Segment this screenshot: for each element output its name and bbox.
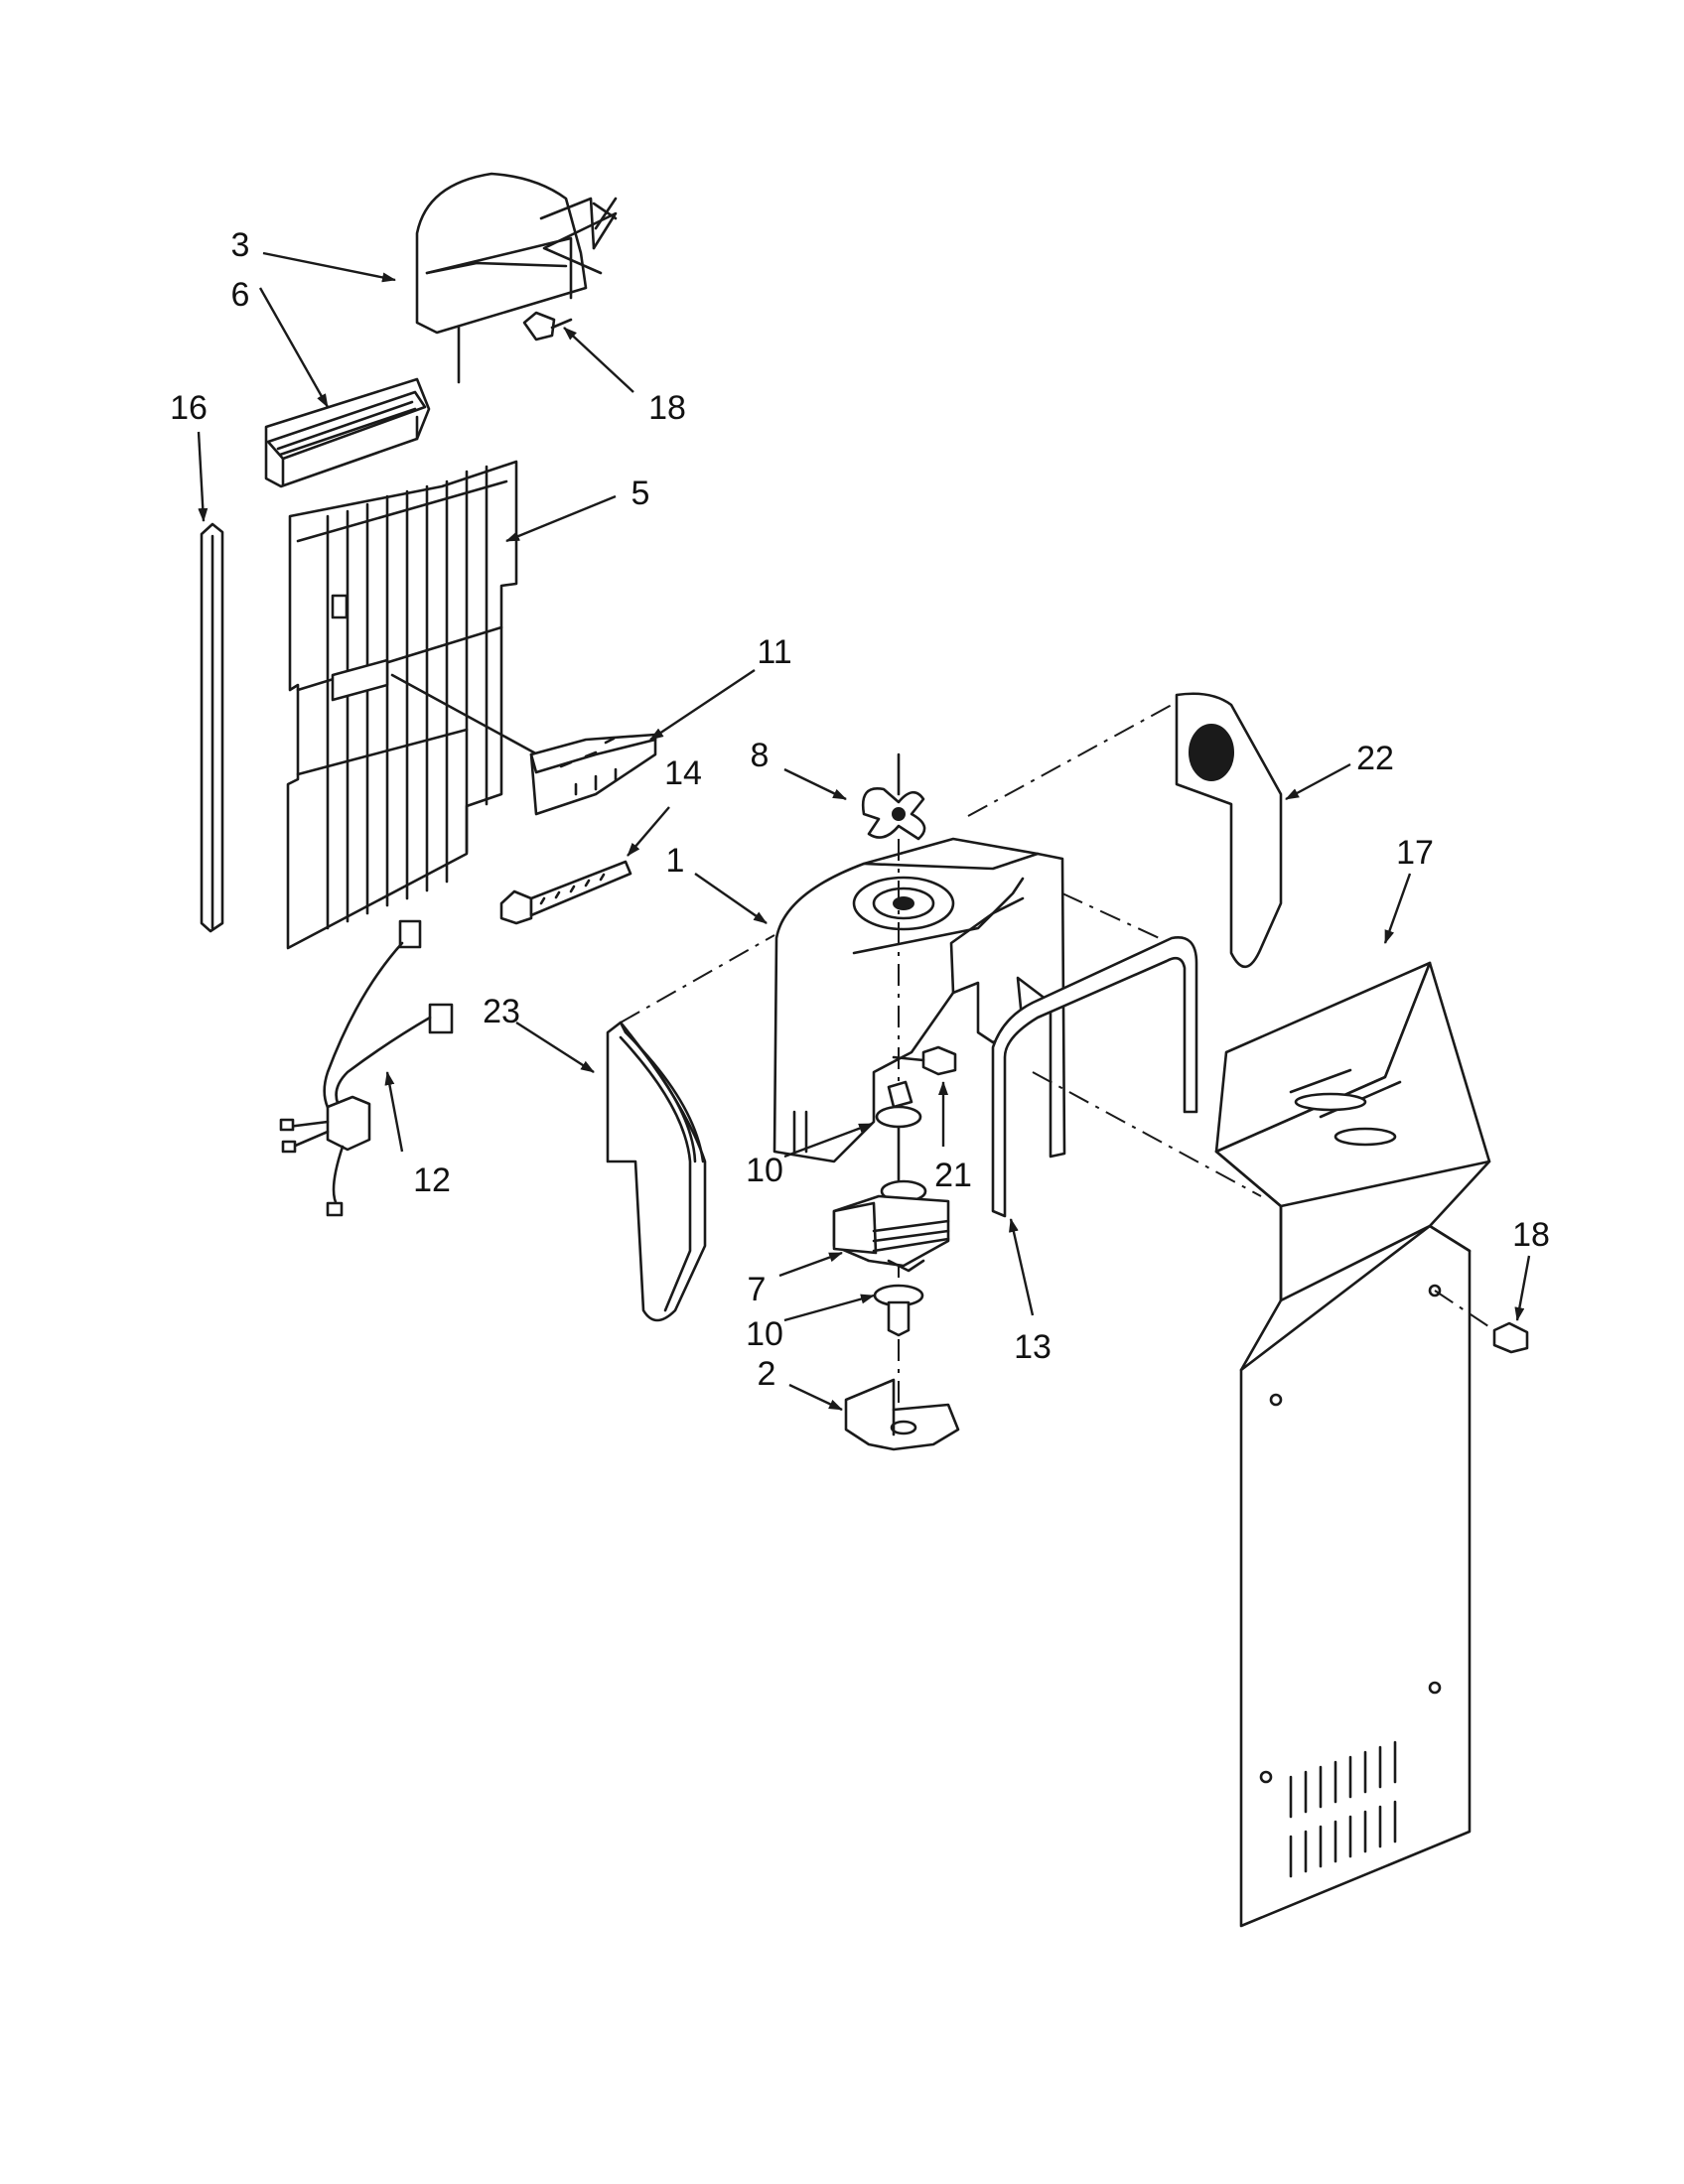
callout-10-upper: 10 <box>746 1152 783 1189</box>
callout-10-lower: 10 <box>746 1315 783 1353</box>
callout-2: 2 <box>758 1355 776 1393</box>
callout-17: 17 <box>1396 834 1434 872</box>
part-8-fan-blade <box>861 752 926 841</box>
callout-6: 6 <box>231 276 250 314</box>
part-5-grille <box>286 460 543 950</box>
part-13-gasket <box>991 936 1198 1218</box>
part-14-thermistor <box>499 860 632 925</box>
part-1-fan-housing <box>772 837 1066 1163</box>
part-21-screw <box>892 1045 957 1076</box>
leader-lines <box>197 251 1531 1412</box>
callout-11: 11 <box>757 633 791 671</box>
part-10-grommet-upper <box>875 1080 922 1183</box>
callout-18-upper: 18 <box>648 389 686 427</box>
part-23-left-panel <box>606 1021 707 1322</box>
part-2-motor-bracket <box>844 1378 960 1451</box>
callout-12: 12 <box>413 1161 451 1199</box>
callout-16: 16 <box>170 389 208 427</box>
part-18-screw-lower <box>1492 1321 1529 1354</box>
vent-slots <box>1289 1740 1397 1878</box>
part-12-wire-harness <box>279 919 454 1217</box>
callout-22: 22 <box>1356 740 1394 777</box>
callout-13: 13 <box>1014 1328 1052 1366</box>
callout-3: 3 <box>231 226 250 264</box>
part-10-grommet-lower <box>873 1284 924 1337</box>
part-7-fan-motor <box>832 1179 950 1273</box>
callout-21: 21 <box>934 1157 972 1194</box>
callout-23: 23 <box>483 993 520 1030</box>
callout-7: 7 <box>748 1271 767 1308</box>
callout-labels: 3 6 16 18 5 11 8 14 1 22 17 23 12 21 10 … <box>170 226 1550 1393</box>
part-17-back-cover <box>1214 961 1491 1928</box>
part-11-bracket <box>529 733 657 816</box>
part-16-trim-strip <box>200 522 224 933</box>
part-6-grille-trim <box>264 377 431 488</box>
part-3-duct-cover <box>415 172 618 335</box>
callout-5: 5 <box>632 475 650 512</box>
part-22-right-panel <box>1175 692 1283 969</box>
callout-18-lower: 18 <box>1512 1216 1550 1254</box>
part-18-screw-upper <box>522 311 573 341</box>
callout-1: 1 <box>666 842 685 880</box>
callout-8: 8 <box>751 737 770 774</box>
callout-14: 14 <box>664 754 702 792</box>
